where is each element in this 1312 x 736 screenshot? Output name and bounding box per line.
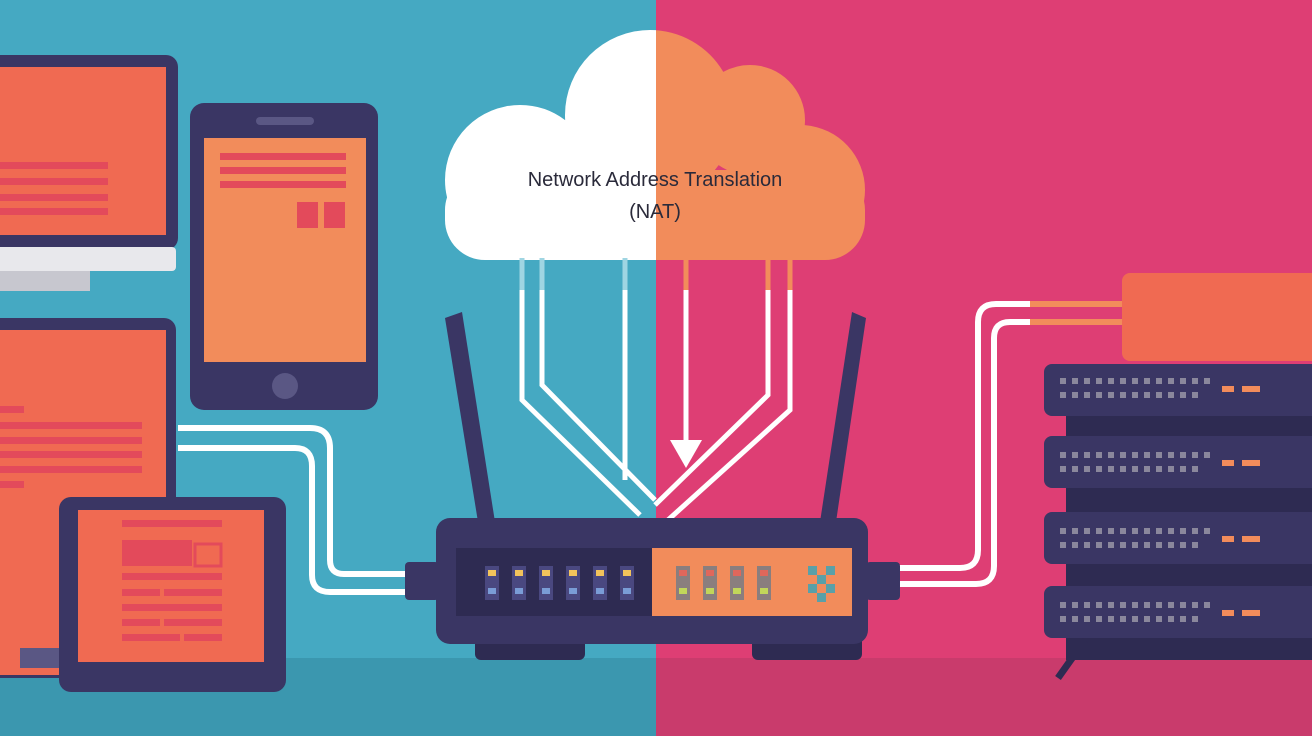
router-status-leds-icon xyxy=(808,566,835,602)
server-unit xyxy=(1044,436,1312,488)
monitor-icon xyxy=(0,55,178,291)
left-cables xyxy=(178,425,410,595)
router-wan-ports xyxy=(676,566,771,600)
phone-icon xyxy=(190,103,378,410)
tablet-icon xyxy=(59,497,286,692)
server-unit xyxy=(1044,364,1312,416)
server-unit xyxy=(1044,586,1312,638)
right-floor xyxy=(656,658,1312,736)
server-unit xyxy=(1044,512,1312,564)
server-rack-icon xyxy=(1044,364,1312,681)
cloud-label-line2: (NAT) xyxy=(629,201,681,223)
router-antennas xyxy=(445,312,866,522)
right-cables xyxy=(898,301,1125,587)
cloud-label-line1: Network Address Translation xyxy=(528,169,783,191)
router-icon xyxy=(405,518,900,660)
down-arrow-icon xyxy=(670,440,702,468)
cloud-router-links xyxy=(519,258,793,522)
router-lan-ports xyxy=(485,566,634,600)
modem-box-icon xyxy=(1122,273,1312,361)
